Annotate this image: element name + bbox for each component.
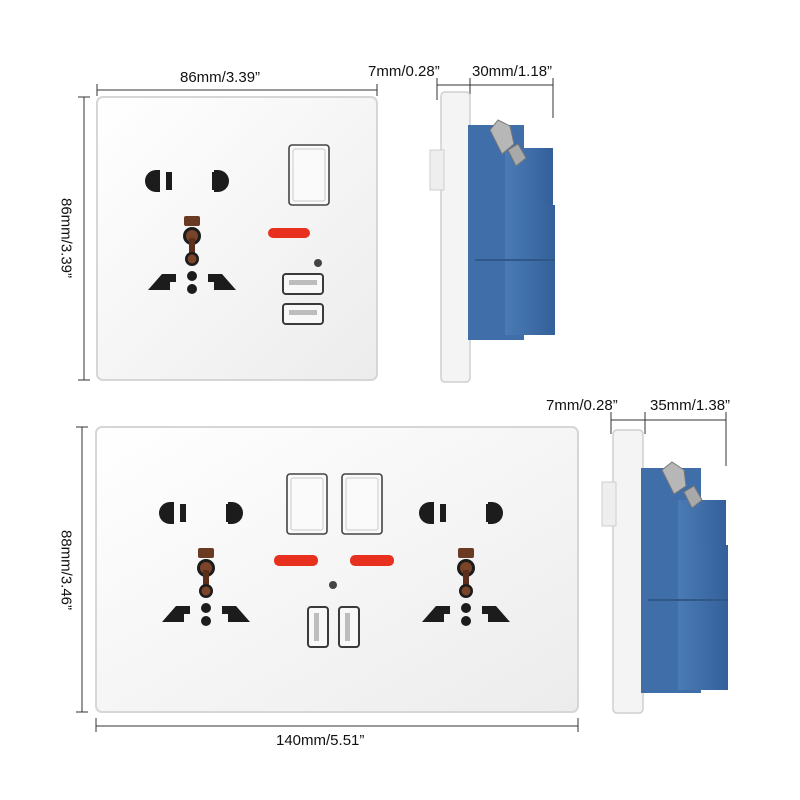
double-body-depth-label: 35mm/1.38” bbox=[650, 397, 731, 414]
single-width-label: 86mm/3.39” bbox=[180, 69, 261, 86]
single-dimension-lines bbox=[78, 78, 554, 381]
double-height-label: 88mm/3.46” bbox=[57, 529, 75, 611]
single-plate-depth-label: 7mm/0.28” bbox=[368, 63, 440, 80]
double-width-label: 140mm/5.51” bbox=[276, 732, 365, 749]
double-dimension-lines bbox=[76, 412, 727, 732]
double-plate-depth-label: 7mm/0.28” bbox=[546, 397, 618, 414]
single-body-depth-label: 30mm/1.18” bbox=[472, 63, 553, 80]
single-height-label: 86mm/3.39” bbox=[57, 197, 75, 279]
double-socket-side bbox=[601, 429, 728, 714]
single-socket-front bbox=[96, 96, 378, 381]
single-socket-side bbox=[429, 91, 555, 383]
double-socket-front bbox=[95, 426, 579, 713]
